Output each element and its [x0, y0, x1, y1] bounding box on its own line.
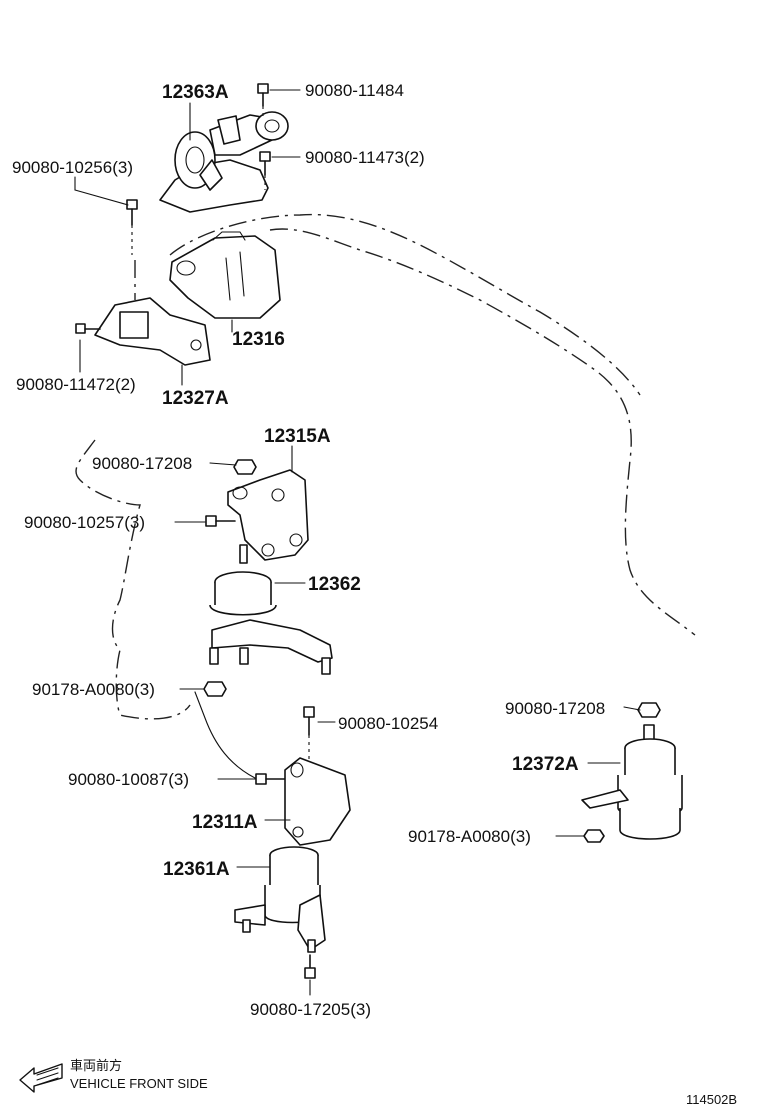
part-12327a[interactable]	[94, 297, 211, 366]
label-12311a: 12311A	[192, 812, 258, 833]
part-12316[interactable]	[169, 231, 281, 319]
label-90080-11472: 90080-11472(2)	[16, 375, 136, 394]
part-12315a[interactable]	[227, 469, 309, 561]
label-90080-11484: 90080-11484	[305, 81, 404, 100]
front-direction-legend: 車両前方 VEHICLE FRONT SIDE	[19, 1058, 208, 1093]
bolt-90080-10254[interactable]	[303, 706, 315, 736]
bolt-90080-11473[interactable]	[259, 151, 271, 176]
part-12372a[interactable]	[581, 724, 683, 840]
bolt-90080-10257[interactable]	[205, 515, 236, 527]
label-90080-17208-a: 90080-17208	[92, 454, 192, 473]
part-12361a[interactable]	[234, 846, 326, 953]
label-90080-17208-b: 90080-17208	[505, 699, 605, 718]
nut-90080-17208-a[interactable]	[233, 459, 257, 475]
label-90080-10256: 90080-10256(3)	[12, 158, 133, 177]
part-12363a[interactable]	[159, 111, 289, 213]
label-90178-a0080-b: 90178-A0080(3)	[408, 827, 531, 846]
leader-lines	[74, 89, 641, 996]
nut-90080-17208-b[interactable]	[637, 702, 661, 718]
part-12311a[interactable]	[284, 757, 351, 846]
part-12362[interactable]	[209, 544, 333, 675]
label-90080-17205: 90080-17205(3)	[250, 1000, 371, 1019]
label-12361a: 12361A	[163, 859, 230, 880]
nut-90178-a0080-b[interactable]	[583, 829, 605, 843]
label-12362: 12362	[308, 574, 361, 595]
bolt-90080-10256[interactable]	[126, 199, 138, 226]
legend-english: VEHICLE FRONT SIDE	[70, 1076, 208, 1091]
nut-90178-a0080-a[interactable]	[203, 681, 227, 697]
label-12316: 12316	[232, 329, 285, 350]
arrow-left-icon	[19, 1063, 63, 1093]
label-90080-10254: 90080-10254	[338, 714, 438, 733]
label-90080-11473: 90080-11473(2)	[305, 148, 425, 167]
label-12315a: 12315A	[264, 426, 331, 447]
bolt-90080-10087[interactable]	[255, 773, 286, 785]
bolt-90080-11484[interactable]	[257, 83, 269, 107]
label-90178-a0080-a: 90178-A0080(3)	[32, 680, 155, 699]
figure-id: 114502B	[686, 1092, 737, 1107]
engine-outline	[75, 213, 696, 720]
label-12327a: 12327A	[162, 388, 229, 409]
bolt-90080-11472[interactable]	[75, 323, 101, 334]
label-12363a: 12363A	[162, 82, 229, 103]
label-90080-10257: 90080-10257(3)	[24, 513, 145, 532]
legend-japanese: 車両前方	[70, 1058, 122, 1073]
label-12372a: 12372A	[512, 754, 579, 775]
bolt-90080-17205[interactable]	[304, 954, 316, 979]
label-90080-10087: 90080-10087(3)	[68, 770, 189, 789]
